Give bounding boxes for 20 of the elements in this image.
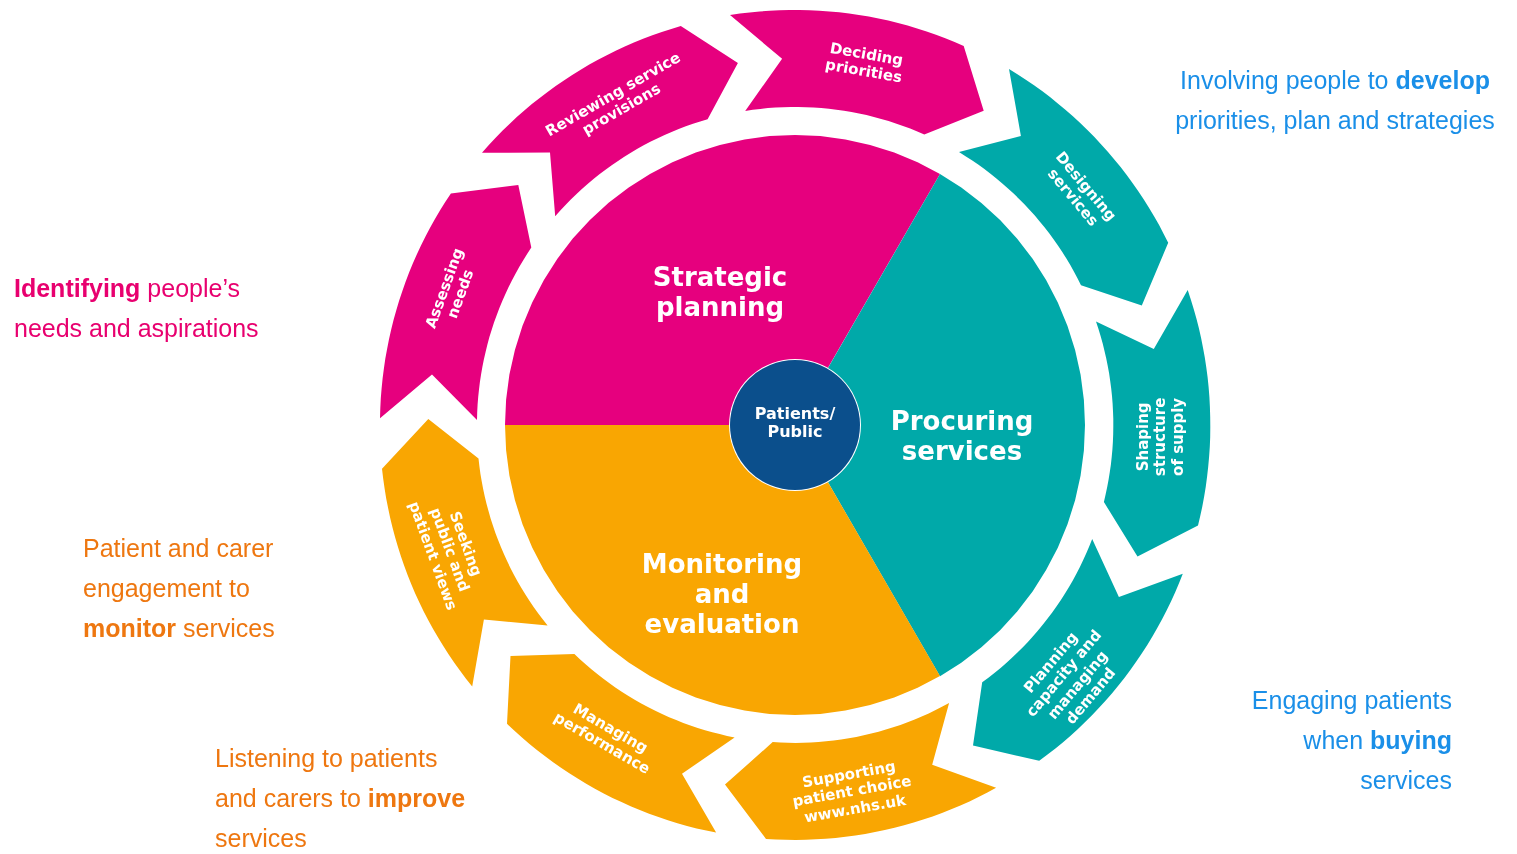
step-shape bbox=[725, 703, 997, 840]
annotation-text: Involving people to develop priorities, plan and strategies bbox=[1174, 65, 1496, 136]
annotation-text: Listening to patients and carers to improve services bbox=[215, 743, 467, 854]
step-shape bbox=[972, 538, 1183, 761]
center-label: Patients/ Public bbox=[753, 405, 837, 442]
center-circle bbox=[730, 360, 860, 490]
sector-label: Procuring services bbox=[889, 407, 1035, 467]
annotation-text: Engaging patients when buying services bbox=[1250, 685, 1452, 796]
annotation-text: Identifying people’s needs and aspirations bbox=[14, 273, 260, 344]
step-shape bbox=[1095, 289, 1210, 557]
annotation-text: Patient and carer engagement to monitor services bbox=[83, 533, 276, 644]
step-shape bbox=[481, 26, 738, 217]
sector-label: Strategic planning bbox=[651, 263, 789, 323]
step-shape bbox=[730, 10, 984, 135]
step-shape bbox=[506, 653, 735, 833]
step-label: Shaping structure of supply bbox=[1135, 397, 1187, 479]
step-shape bbox=[382, 418, 548, 687]
sector-label: Monitoring and evaluation bbox=[640, 550, 804, 640]
step-shape bbox=[380, 184, 532, 420]
step-shape bbox=[958, 69, 1168, 306]
